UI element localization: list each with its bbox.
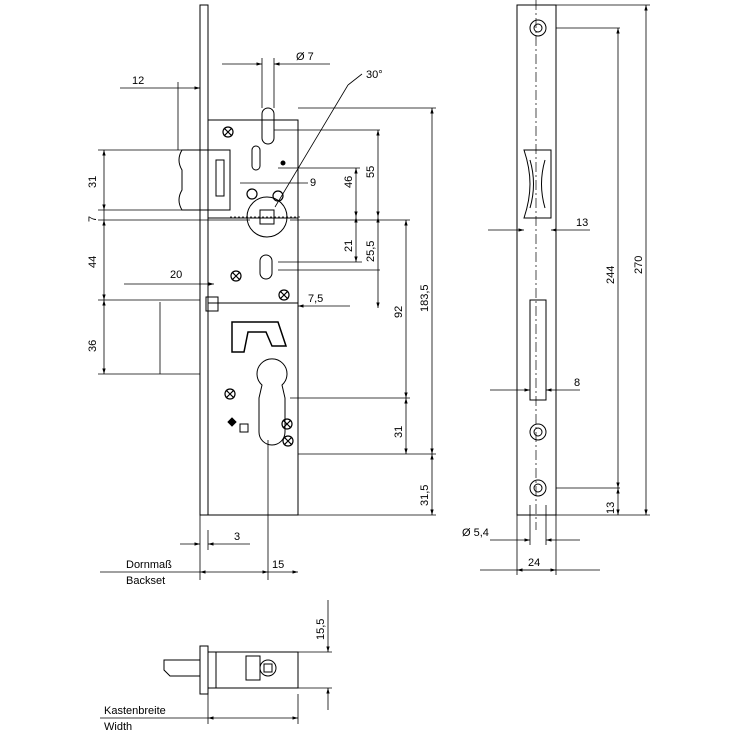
- top-slot: [262, 108, 274, 144]
- lever-bracket: [232, 322, 286, 352]
- faceplate-front: [200, 5, 208, 515]
- text-labels: Dornmaß Backset Kastenbreite Width: [104, 559, 172, 733]
- dim-13-top: 13: [576, 217, 588, 229]
- deadbolt: [206, 297, 218, 311]
- lock-case: [208, 120, 298, 515]
- dim-12: 12: [132, 75, 144, 87]
- dimension-labels: 12 Ø 7 30° 31 7 44 36 20 9 46 55 21 25,5…: [87, 51, 645, 640]
- label-backset-en: Backset: [126, 575, 165, 587]
- dim-55: 55: [365, 166, 377, 178]
- latch-opening: [524, 150, 551, 218]
- dimension-lines: [98, 58, 436, 580]
- dim-diameter-5-4: Ø 5,4: [462, 527, 489, 539]
- faceplate-screw-holes: [530, 20, 546, 496]
- top-view-latch: [164, 660, 200, 676]
- label-backset-de: Dornmaß: [126, 559, 172, 571]
- dim-270: 270: [633, 256, 645, 274]
- dim-9: 9: [310, 177, 316, 189]
- dim-13-bottom: 13: [605, 502, 617, 514]
- dim-31-top: 31: [87, 176, 99, 188]
- front-view: [98, 5, 436, 580]
- dim-20: 20: [170, 269, 182, 281]
- bolt-opening: [530, 300, 546, 400]
- faceplate-side-view: [480, 0, 650, 575]
- dim-44: 44: [87, 256, 99, 268]
- dim-183-5: 183,5: [419, 284, 431, 312]
- dim-31-bottom: 31: [393, 426, 405, 438]
- label-width-en: Width: [104, 721, 132, 733]
- dim-15: 15: [272, 559, 284, 571]
- dim-7-5: 7,5: [308, 293, 323, 305]
- dim-24: 24: [528, 557, 540, 569]
- faceplate: [517, 5, 556, 515]
- dim-244: 244: [605, 266, 617, 284]
- dim-30-degree: 30°: [366, 69, 383, 81]
- dim-21: 21: [343, 240, 355, 252]
- top-view-body: [208, 652, 298, 688]
- dim-7: 7: [87, 216, 99, 222]
- dim-diameter-7: Ø 7: [296, 51, 314, 63]
- latch-bolt: [179, 150, 208, 210]
- cylinder-profile: [257, 359, 287, 445]
- top-view: [100, 600, 332, 724]
- dim-25-5: 25,5: [365, 241, 377, 262]
- dim-46: 46: [343, 176, 355, 188]
- dim-36: 36: [87, 340, 99, 352]
- label-width-de: Kastenbreite: [104, 705, 166, 717]
- dim-3: 3: [234, 531, 240, 543]
- dim-15-5: 15,5: [315, 619, 327, 640]
- dim-8: 8: [574, 377, 580, 389]
- screws: [223, 127, 293, 446]
- dim-92: 92: [393, 306, 405, 318]
- dim-31-5: 31,5: [419, 485, 431, 506]
